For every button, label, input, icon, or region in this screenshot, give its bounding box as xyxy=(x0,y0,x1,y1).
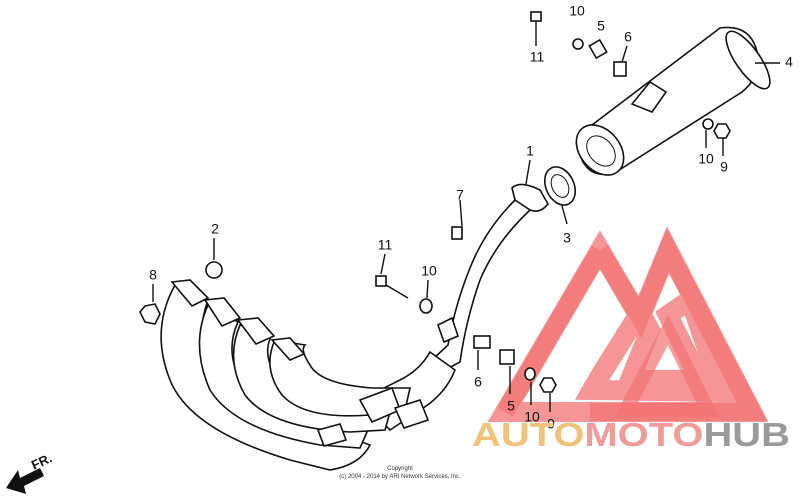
direction-label: FR. xyxy=(29,450,54,472)
watermark-auto: AUTO xyxy=(472,416,584,453)
watermark-moto: MOTO xyxy=(584,416,703,453)
fasteners xyxy=(139,11,731,412)
callout-c10a: 10 xyxy=(569,3,585,19)
copyright-line-1: Copyright xyxy=(387,466,413,472)
callout-c8: 8 xyxy=(149,267,157,283)
muffler xyxy=(575,26,780,176)
callout-c6b: 6 xyxy=(474,374,482,390)
callout-c9a: 9 xyxy=(720,159,728,175)
exhaust-header xyxy=(160,159,549,471)
callout-c5b: 5 xyxy=(507,398,515,414)
callout-c11a: 11 xyxy=(530,49,545,65)
copyright-notice: Copyright (c) 2004 - 2014 by ARI Network… xyxy=(339,466,461,480)
callout-c7: 7 xyxy=(456,187,464,203)
callout-c11b: 11 xyxy=(378,237,393,253)
copyright-line-2: (c) 2004 - 2014 by ARI Network Services,… xyxy=(339,474,461,480)
callout-c10d: 10 xyxy=(524,409,540,425)
callout-c10b: 10 xyxy=(698,151,714,167)
callout-numbers: 1 2 3 4 5 5 6 6 7 8 9 9 10 10 10 10 11 11 xyxy=(149,3,793,432)
gasket-3 xyxy=(543,166,577,225)
callout-c10c: 10 xyxy=(421,263,437,279)
callout-c6a: 6 xyxy=(624,29,632,45)
callout-c5a: 5 xyxy=(597,18,605,34)
callout-c1: 1 xyxy=(526,143,534,159)
watermark-logo xyxy=(487,226,769,422)
callout-c4: 4 xyxy=(785,54,793,70)
watermark-hub: HUB xyxy=(703,416,790,453)
callout-c9b: 9 xyxy=(547,416,555,432)
callout-c2: 2 xyxy=(211,221,219,237)
callout-c3: 3 xyxy=(563,230,571,246)
front-direction-arrow: FR. xyxy=(6,450,54,494)
